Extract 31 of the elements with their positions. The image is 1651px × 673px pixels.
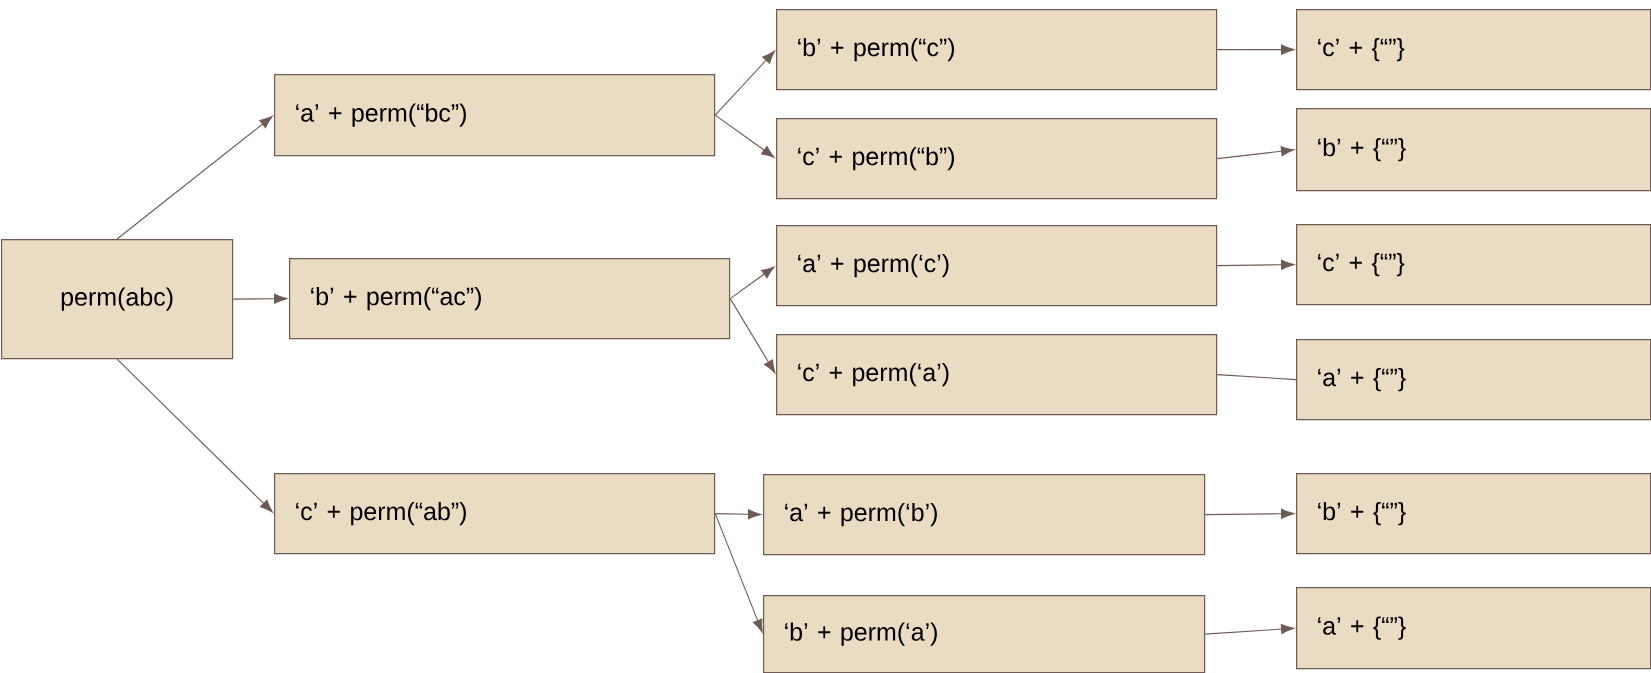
process-box: ‘a’ + perm(‘c’) bbox=[776, 225, 1218, 307]
process-box: ‘a’ + perm(“bc”) bbox=[274, 74, 716, 157]
arrow bbox=[1216, 146, 1295, 160]
arrow bbox=[1216, 44, 1295, 55]
process-box: perm(abc) bbox=[1, 239, 234, 360]
arrow bbox=[116, 116, 273, 240]
process-box: ‘c’ + perm(“ab”) bbox=[274, 473, 716, 555]
process-box: ‘b’ + perm(“ac”) bbox=[289, 258, 731, 340]
arrow bbox=[116, 358, 273, 513]
arrow bbox=[714, 513, 763, 633]
arrow bbox=[714, 509, 762, 520]
arrow bbox=[232, 293, 288, 304]
arrow bbox=[1204, 623, 1295, 635]
process-box: ‘b’ + {“”} bbox=[1296, 473, 1651, 555]
process-box: ‘b’ + perm(“c”) bbox=[776, 9, 1218, 91]
process-box: ‘a’ + {“”} bbox=[1296, 339, 1651, 421]
process-box: ‘c’ + perm(‘a’) bbox=[776, 334, 1218, 416]
arrow bbox=[714, 114, 775, 158]
process-box: ‘b’ + perm(‘a’) bbox=[763, 595, 1206, 673]
arrow bbox=[1204, 508, 1295, 519]
process-box: ‘c’ + {“”} bbox=[1296, 224, 1651, 306]
arrow bbox=[1216, 259, 1295, 270]
process-box: ‘c’ + {“”} bbox=[1296, 9, 1651, 91]
process-box: ‘a’ + {“”} bbox=[1296, 587, 1651, 670]
arrow bbox=[729, 266, 775, 300]
arrow bbox=[729, 298, 776, 374]
process-box: ‘b’ + {“”} bbox=[1296, 108, 1651, 192]
connector-line bbox=[1216, 374, 1297, 381]
process-box: ‘c’ + perm(“b”) bbox=[776, 118, 1218, 200]
process-box: ‘a’ + perm(‘b’) bbox=[763, 474, 1206, 556]
arrow bbox=[714, 50, 775, 116]
